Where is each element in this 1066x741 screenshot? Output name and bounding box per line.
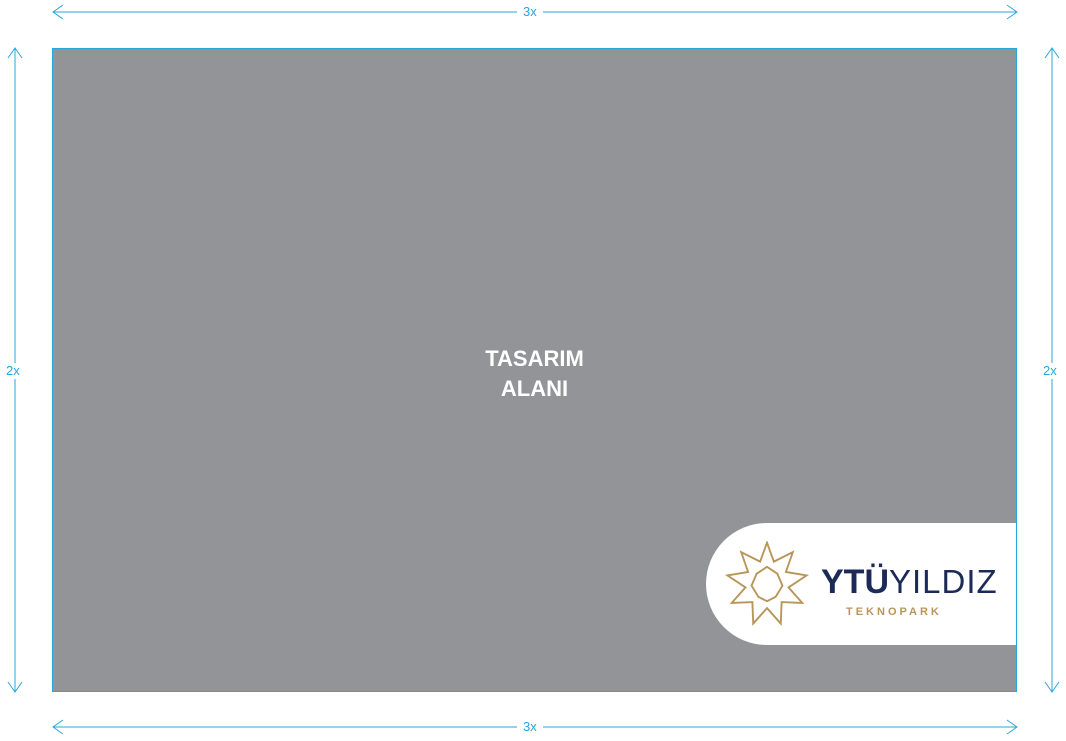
design-canvas: TASARIM ALANI YTÜYILDIZ TEKNOPARK (52, 48, 1017, 692)
right-height-label: 2x (1039, 363, 1061, 379)
design-area-line-2: ALANI (500, 376, 569, 401)
bottom-right-arrowhead (1006, 719, 1018, 735)
bottom-width-label: 3x (517, 719, 543, 735)
star-logo-icon (724, 541, 810, 626)
logo-badge: YTÜYILDIZ TEKNOPARK (706, 523, 1016, 645)
design-area-label: TASARIM ALANI (53, 344, 1016, 404)
brand-bold-text: YTÜ (821, 563, 889, 601)
design-area-line-1: TASARIM (485, 346, 584, 371)
top-right-arrowhead (1006, 4, 1018, 20)
left-height-label: 2x (2, 363, 24, 379)
bottom-left-arrowhead (52, 719, 64, 735)
top-width-label: 3x (517, 4, 543, 20)
brand-wordmark: YTÜYILDIZ (821, 563, 998, 602)
left-bottom-arrowhead (7, 681, 23, 693)
brand-light-text: YILDIZ (889, 563, 998, 600)
brand-subtitle: TEKNOPARK (846, 606, 942, 618)
right-bottom-arrowhead (1044, 681, 1060, 693)
left-top-arrowhead (7, 47, 23, 59)
right-top-arrowhead (1044, 47, 1060, 59)
top-left-arrowhead (52, 4, 64, 20)
